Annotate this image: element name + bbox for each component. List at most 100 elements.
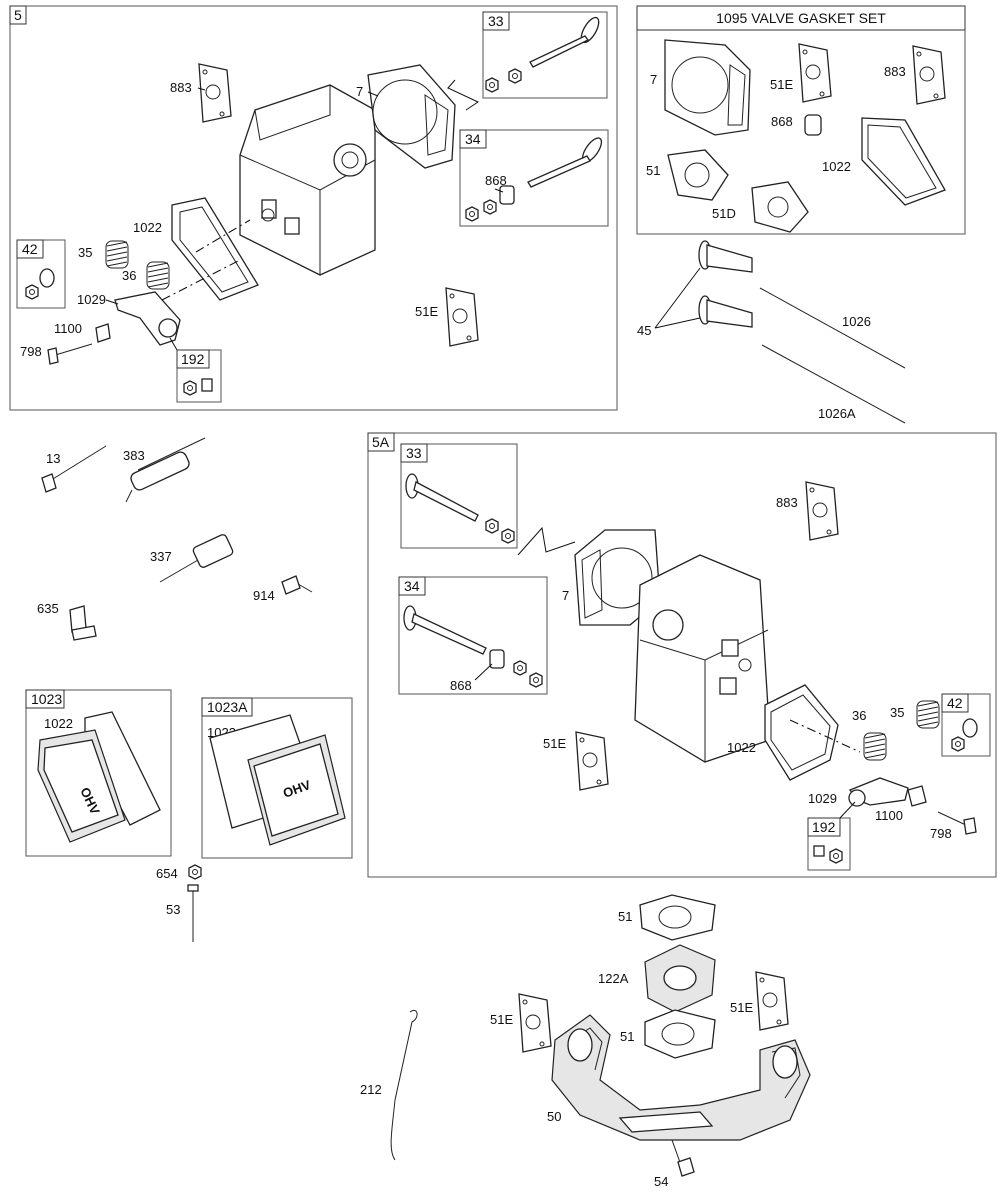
gasket-51E-left	[518, 993, 552, 1053]
vg-valve-seal	[804, 114, 822, 136]
label-1022-cover: 1022	[44, 716, 73, 731]
stud-53	[187, 884, 199, 942]
keeper-42	[25, 284, 39, 300]
label-798-5A: 798	[930, 826, 952, 841]
vg-gasket-51D	[751, 181, 809, 233]
valve-seal-5A	[489, 649, 505, 669]
box-34-5A-label: 34	[404, 578, 420, 594]
vg-gasket-883	[912, 45, 946, 105]
spark-plug-337	[159, 534, 234, 583]
valve-retainer	[508, 68, 522, 84]
valve-keeper-2	[465, 206, 479, 222]
screw-54	[671, 1139, 695, 1177]
vg-label-1022: 1022	[822, 159, 851, 174]
box-33-label: 33	[488, 13, 504, 29]
exhaust-manifold-50	[551, 1014, 811, 1141]
label-654: 654	[156, 866, 178, 881]
vg-cover-gasket-1022	[861, 117, 946, 206]
retainer-5A-2	[513, 660, 527, 676]
vg-label-51D: 51D	[712, 206, 736, 221]
label-914: 914	[253, 588, 275, 603]
bolt-13	[41, 445, 107, 493]
breather-383	[125, 437, 206, 503]
keeper-5A-2	[529, 672, 543, 688]
exhaust-valve	[529, 16, 600, 68]
label-13: 13	[46, 451, 60, 466]
exhaust-adapter-122A	[644, 944, 716, 1013]
label-36: 36	[122, 268, 136, 283]
exhaust-gasket-51-top	[639, 894, 716, 941]
label-51E: 51E	[415, 304, 438, 319]
spring-35-5A	[916, 700, 940, 729]
tappets-45	[698, 240, 753, 328]
vg-head-gasket	[664, 39, 751, 136]
push-rod-1026A	[761, 344, 906, 424]
keeper-5A	[501, 528, 515, 544]
push-rod-guide	[95, 323, 111, 343]
label-883-5A: 883	[776, 495, 798, 510]
box-192-5A-label: 192	[812, 819, 836, 835]
retainer-5A	[485, 518, 499, 534]
rocker-stud-798	[47, 343, 93, 365]
label-798: 798	[20, 344, 42, 359]
box-42-5A-label: 42	[947, 695, 963, 711]
label-1022: 1022	[133, 220, 162, 235]
section-5: 5 33 34 868	[9, 5, 618, 411]
vg-label-51E: 51E	[770, 77, 793, 92]
label-51E-left: 51E	[490, 1012, 513, 1027]
rocker-cover-gasket	[171, 197, 259, 301]
spring-36-5A	[863, 732, 887, 761]
wire-212	[390, 1009, 418, 1161]
label-36-5A: 36	[852, 708, 866, 723]
rocker-nut	[183, 380, 197, 396]
vg-label-51: 51	[646, 163, 660, 178]
exhaust-valve-5A	[405, 473, 479, 522]
label-1026: 1026	[842, 314, 871, 329]
vg-label-868: 868	[771, 114, 793, 129]
label-635: 635	[37, 601, 59, 616]
label-53: 53	[166, 902, 180, 917]
gasket-51E-5A	[575, 731, 609, 791]
label-51E-right: 51E	[730, 1000, 753, 1015]
box-34-label: 34	[465, 131, 481, 147]
label-7-5A: 7	[562, 588, 569, 603]
valve-gasket-set-title: 1095 VALVE GASKET SET	[716, 10, 886, 26]
label-45: 45	[637, 323, 651, 338]
box-192-label: 192	[181, 351, 205, 367]
intake-valve	[527, 137, 603, 188]
gasket-51E	[445, 287, 479, 347]
set-screw-5A	[813, 845, 825, 857]
set-screw	[201, 378, 213, 392]
section-5-label: 5	[14, 7, 22, 23]
vg-exhaust-gasket-51	[667, 149, 729, 201]
box-33-5A-label: 33	[406, 445, 422, 461]
valve-seal	[499, 185, 515, 205]
elbow-635	[69, 605, 97, 641]
label-337: 337	[150, 549, 172, 564]
intake-valve-5A	[403, 605, 487, 655]
label-7: 7	[356, 84, 363, 99]
stud-798-5A	[937, 811, 977, 835]
nut-654	[188, 864, 202, 880]
gasket-883	[198, 63, 232, 123]
box-42-label: 42	[22, 241, 38, 257]
label-1029: 1029	[77, 292, 106, 307]
cylinder-head-5A	[634, 554, 771, 763]
gasket-51E-right	[755, 971, 789, 1031]
label-122A: 122A	[598, 971, 629, 986]
push-rod-1026	[759, 287, 906, 369]
section-5A-label: 5A	[372, 434, 390, 450]
screw-914	[281, 575, 313, 595]
label-51E-5A: 51E	[543, 736, 566, 751]
section-5A: 5A 33 34 868 7 88	[367, 432, 997, 878]
cylinder-head	[239, 84, 376, 276]
label-868-5A: 868	[450, 678, 472, 693]
label-51-bottom: 51	[620, 1029, 634, 1044]
section-1023A-label: 1023A	[207, 699, 248, 715]
vg-label-883: 883	[884, 64, 906, 79]
section-1023-label: 1023	[31, 691, 62, 707]
exhaust-gasket-51-bottom	[644, 1009, 716, 1059]
valve-rotator	[39, 268, 55, 288]
rotator-5A	[962, 718, 978, 738]
